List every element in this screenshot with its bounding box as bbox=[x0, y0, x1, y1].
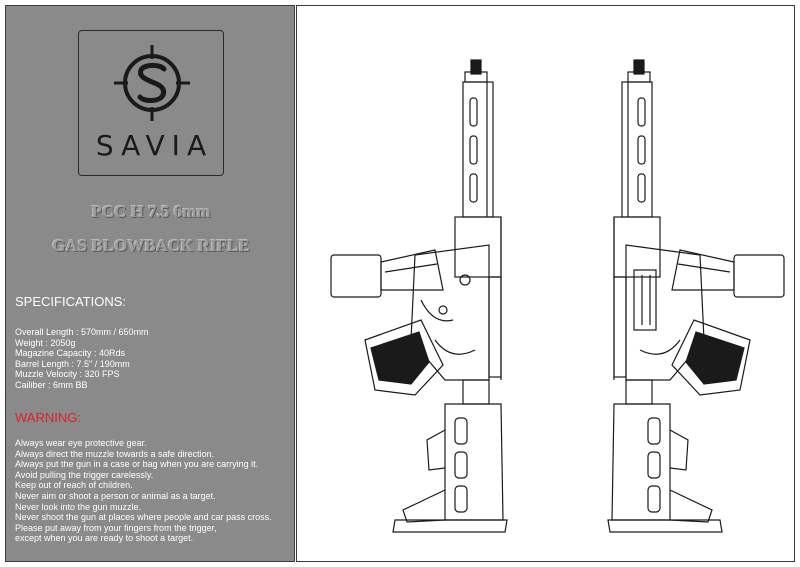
warning-item: Never aim or shoot a person or animal as… bbox=[15, 490, 216, 501]
drawing-panel bbox=[296, 5, 795, 562]
warning-item: Always wear eye protective gear. bbox=[15, 438, 147, 448]
warning-item: Keep out of reach of children. bbox=[15, 480, 133, 491]
spec-item: Weight : 2050g bbox=[15, 337, 76, 348]
warning-heading: WARNING: bbox=[15, 410, 81, 425]
spec-item: Muzzle Velocity : 320 FPS bbox=[15, 369, 120, 380]
info-panel: SAVIA PCC H 7.5 6mm GAS BLOWBACK RIFLE S… bbox=[5, 5, 295, 562]
warning-list: Always wear eye protective gear. Always … bbox=[15, 438, 272, 544]
warning-item: Please put away from your fingers from t… bbox=[15, 522, 217, 533]
warning-item: Always put the gun in a case or bag when… bbox=[15, 459, 259, 470]
rifle-left-side-drawing bbox=[330, 59, 508, 533]
warning-item: Never look into the gun muzzle. bbox=[15, 501, 142, 512]
brand-name: SAVIA bbox=[95, 129, 214, 162]
model-name: PCC H 7.5 6mm bbox=[91, 202, 211, 221]
spec-item: Magazine Capacity : 40Rds bbox=[15, 348, 126, 359]
spec-item: Overall Length : 570mm / 650mm bbox=[15, 327, 149, 337]
specifications-list: Overall Length : 570mm / 650mm Weight : … bbox=[15, 327, 149, 391]
specifications-heading: SPECIFICATIONS: bbox=[15, 294, 126, 309]
model-type: GAS BLOWBACK RIFLE bbox=[52, 236, 250, 255]
spec-item: Barrel Length : 7.5" / 190mm bbox=[15, 358, 130, 369]
crosshair-s-logo-icon bbox=[114, 45, 190, 121]
warning-item: Avoid pulling the trigger carelessly. bbox=[15, 469, 154, 480]
logo-box: SAVIA bbox=[78, 30, 224, 176]
rifle-right-side-drawing bbox=[607, 59, 785, 533]
warning-item: Never shoot the gun at places where peop… bbox=[15, 512, 272, 523]
warning-item: Always direct the muzzle towards a safe … bbox=[15, 448, 215, 459]
warning-item: except when you are ready to shoot a tar… bbox=[15, 533, 194, 544]
spec-item: Cailiber : 6mm BB bbox=[15, 379, 88, 390]
